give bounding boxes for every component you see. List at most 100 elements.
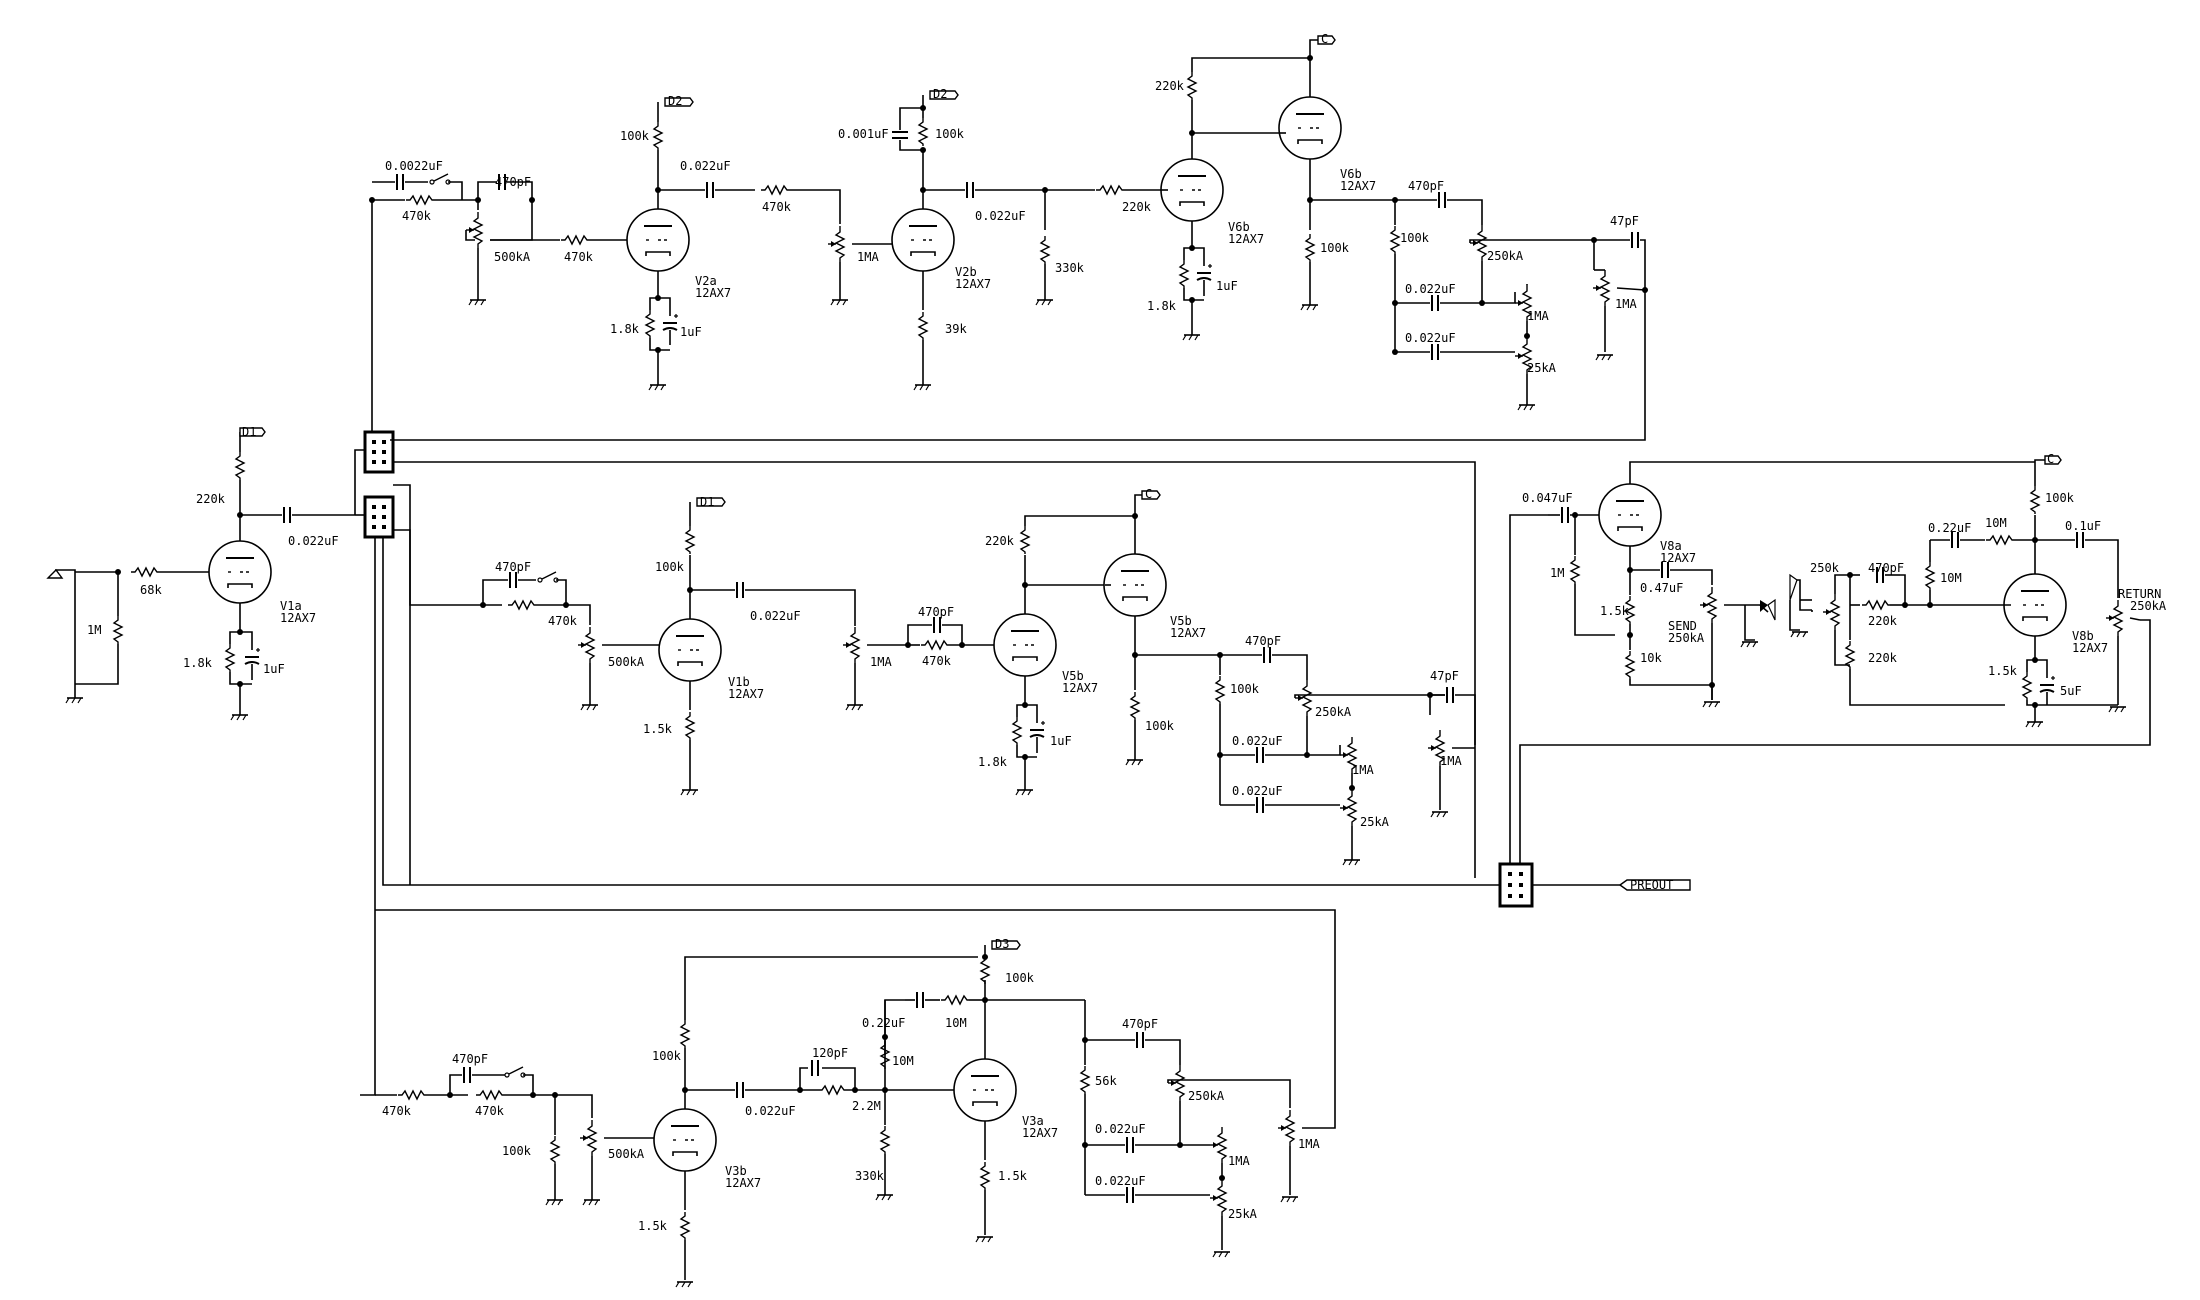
v5b-cf-tube-label: V5b xyxy=(1170,614,1192,628)
v5b-cf-rk-label: 100k xyxy=(1145,719,1175,733)
v6b-ck-label: 1uF xyxy=(1216,279,1238,293)
ts2-c2-label: 0.022uF xyxy=(1232,734,1283,748)
stage-v8b: C 250k 470pF 220k 220k 0.22uF 10M 10M 10… xyxy=(1789,452,2167,728)
v5b-pot-label: 1MA xyxy=(870,655,892,669)
v2a-cbright-label: 470pF xyxy=(495,175,531,189)
v8b-ret-label: RETURN xyxy=(2118,587,2161,601)
stage-v6b-gain: 220k 220k 1.8k 1uF V6b 12AX7 xyxy=(1122,57,1310,341)
v5b-tube-label: V5b xyxy=(1062,669,1084,683)
v1b-rk-label: 1.5k xyxy=(643,722,673,736)
v2b-supply-flag: D2 xyxy=(933,87,947,101)
preout-flag: PREOUT xyxy=(1630,878,1673,892)
v8b-type-label: 12AX7 xyxy=(2072,641,2108,655)
v3b-rshunt-label: 100k xyxy=(502,1144,532,1158)
ts1-c1-label: 470pF xyxy=(1408,179,1444,193)
v1a-rp-label: 220k xyxy=(196,492,226,506)
ts2-mid-label: 1MA xyxy=(1352,763,1374,777)
v3b-cb-label: 470pF xyxy=(452,1052,488,1066)
v2b-rshunt-label: 330k xyxy=(1055,261,1085,275)
v1a-rk-label: 1.8k xyxy=(183,656,213,670)
stage-v1b: D1 470pF 470k 500kA 100k 0.022uF 1.5k V1… xyxy=(393,461,1476,878)
tone-stack-bottom: 470pF 56k 250kA 0.022uF 1MA 0.022uF 25kA… xyxy=(375,909,1336,1258)
v1a-cout-label: 0.022uF xyxy=(288,534,339,548)
v2a-pot-label: 500kA xyxy=(494,250,531,264)
preout-bus: PREOUT xyxy=(382,514,2151,908)
ts2-r1-label: 100k xyxy=(1230,682,1260,696)
v6b-cf-supply-flag: C xyxy=(1321,32,1328,46)
v8a-cin-label: 0.047uF xyxy=(1522,491,1573,505)
v2a-ck-label: 1uF xyxy=(680,325,702,339)
v8b-cout-label: 0.1uF xyxy=(2065,519,2101,533)
v2b-rk-label: 39k xyxy=(945,322,967,336)
v2b-tube-label: V2b xyxy=(955,265,977,279)
v3b-tube-label: V3b xyxy=(725,1164,747,1178)
stage-v5b: 1MA 470pF 470k 220k 1.8k 1uF V5b 12AX7 xyxy=(842,513,1138,796)
v1a-rin-label: 1M xyxy=(87,623,101,637)
stage-v3a: D3 120pF 2.2M 330k 0.22uF 10M 10M 100k 1… xyxy=(797,937,1085,1243)
v3a-c022-label: 0.22uF xyxy=(862,1016,905,1030)
stage-v1a: D1 220k 0.022uF 68k 1M 1.8k 1uF V1a 12AX… xyxy=(46,425,355,721)
ts3-c3-label: 0.022uF xyxy=(1095,1174,1146,1188)
ts3-bass-label: 25kA xyxy=(1228,1207,1258,1221)
v2a-cin-label: 0.0022uF xyxy=(385,159,443,173)
v6b-type-label: 12AX7 xyxy=(1228,232,1264,246)
v6b-rk-label: 1.8k xyxy=(1147,299,1177,313)
v8b-rk-label: 1.5k xyxy=(1988,664,2018,678)
v5b-cf-supply-flag: C xyxy=(1145,487,1152,501)
v3a-tube-label: V3a xyxy=(1022,1114,1044,1128)
v2a-rs-label: 470k xyxy=(762,200,792,214)
v2a-supply-flag: D2 xyxy=(668,94,682,108)
ts3-treble-label: 250kA xyxy=(1188,1089,1225,1103)
v8b-rpot-label: 250k xyxy=(1810,561,1840,575)
v2a-rg-label: 470k xyxy=(564,250,594,264)
v3a-rshunt-label: 330k xyxy=(855,1169,885,1183)
stage-v2a: D2 0.0022uF 470k 470pF 500kA 470k 100k 0… xyxy=(369,94,841,432)
ts2-c3-label: 0.022uF xyxy=(1232,784,1283,798)
v2a-rp-label: 100k xyxy=(620,129,650,143)
v2a-cout-label: 0.022uF xyxy=(680,159,731,173)
v3b-type-label: 12AX7 xyxy=(725,1176,761,1190)
input-jack-icon xyxy=(46,568,64,579)
v6b-rg-label: 220k xyxy=(1122,200,1152,214)
v6b-cf-type-label: 12AX7 xyxy=(1340,179,1376,193)
ts3-c1-label: 470pF xyxy=(1122,1017,1158,1031)
v5b-ck-label: 1uF xyxy=(1050,734,1072,748)
v8a-send-label: SEND xyxy=(1668,619,1697,633)
v3a-r10m1-label: 10M xyxy=(945,1016,967,1030)
v5b-rp-label: 220k xyxy=(985,534,1015,548)
ts1-c3-label: 0.022uF xyxy=(1405,331,1456,345)
ts1-mid-label: 1MA xyxy=(1527,309,1549,323)
v2b-cout-label: 0.022uF xyxy=(975,209,1026,223)
v5b-rk-label: 1.8k xyxy=(978,755,1008,769)
v1b-cb-label: 470pF xyxy=(495,560,531,574)
return-jack-icon xyxy=(1789,573,1798,601)
v2b-type-label: 12AX7 xyxy=(955,277,991,291)
tone-stack-middle: 470pF 100k 250kA 0.022uF 1MA 0.022uF 25k… xyxy=(1215,634,1476,866)
ts2-c1-label: 470pF xyxy=(1245,634,1281,648)
v8b-ck-label: 5uF xyxy=(2060,684,2082,698)
v8a-rk2-label: 10k xyxy=(1640,651,1662,665)
v8a-rin-label: 1M xyxy=(1550,566,1564,580)
ts2-cvol-label: 47pF xyxy=(1430,669,1459,683)
v1b-cout-label: 0.022uF xyxy=(750,609,801,623)
ts3-c2-label: 0.022uF xyxy=(1095,1122,1146,1136)
v3a-type-label: 12AX7 xyxy=(1022,1126,1058,1140)
v8b-tube-label: V8b xyxy=(2072,629,2094,643)
v1b-pot-label: 500kA xyxy=(608,655,645,669)
stage-v6b-cf: C 100k V6b 12AX7 xyxy=(1278,32,1395,311)
v3a-supply-flag: D3 xyxy=(995,937,1009,951)
ts1-r1-label: 100k xyxy=(1400,231,1430,245)
v5b-cb-label: 470pF xyxy=(918,605,954,619)
ts2-bass-label: 25kA xyxy=(1360,815,1390,829)
v1b-rp-label: 100k xyxy=(655,560,685,574)
v8b-supply-flag: C xyxy=(2047,452,2054,466)
v5b-type-label: 12AX7 xyxy=(1062,681,1098,695)
ts2-vol-label: 1MA xyxy=(1440,754,1462,768)
v2a-type-label: 12AX7 xyxy=(695,286,731,300)
stage-v5b-cf: C 100k V5b 12AX7 xyxy=(1103,487,1220,766)
v3a-rp-label: 100k xyxy=(1005,971,1035,985)
v5b-cf-type-label: 12AX7 xyxy=(1170,626,1206,640)
v8a-sendpot-label: 250kA xyxy=(1668,631,1705,645)
ts3-r56-label: 56k xyxy=(1095,1074,1117,1088)
